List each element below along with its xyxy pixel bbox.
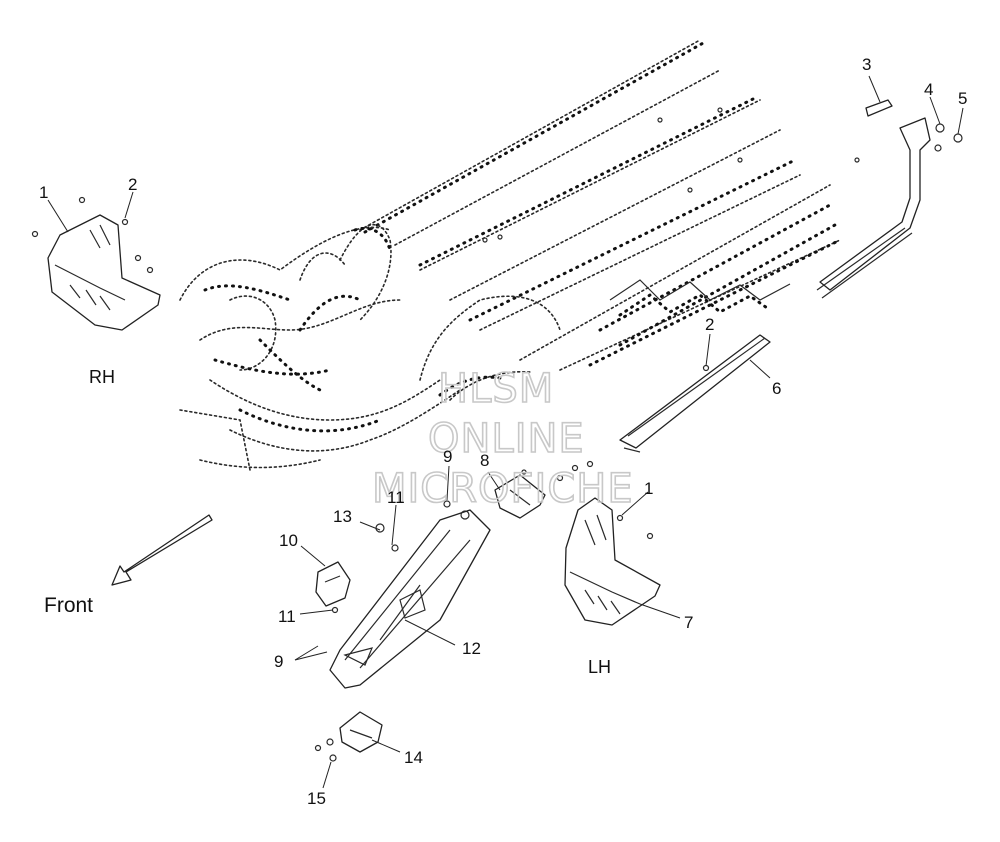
callout-2-rail: 2 — [705, 315, 714, 334]
callout-10: 10 — [279, 531, 298, 550]
callout-12: 12 — [462, 639, 481, 658]
callout-5: 5 — [958, 89, 967, 108]
watermark-line-1: HLSM — [438, 366, 554, 412]
watermark: HLSM ONLINE MICROFICHE — [371, 365, 634, 513]
lh-side-label: LH — [588, 657, 611, 677]
small-plate-part — [315, 561, 351, 614]
grab-bar-part — [816, 99, 963, 299]
chassis-frame — [179, 39, 842, 471]
lh-footrest-part — [556, 460, 661, 626]
callout-8: 8 — [480, 451, 489, 470]
side-rail-part — [619, 334, 771, 453]
lower-bracket-part — [314, 711, 383, 762]
callout-9-bottom: 9 — [274, 652, 283, 671]
callout-3: 3 — [862, 55, 871, 74]
watermark-line-3: MICROFICHE — [372, 466, 634, 512]
rh-footrest-part — [31, 196, 161, 331]
callout-1-lh: 1 — [644, 479, 653, 498]
leader-lines — [47, 75, 964, 789]
watermark-line-2: ONLINE — [428, 416, 585, 462]
callout-14: 14 — [404, 748, 423, 767]
callout-2-rh: 2 — [128, 175, 137, 194]
skid-plate-part — [329, 500, 491, 689]
callout-13: 13 — [333, 507, 352, 526]
bracket-part — [494, 469, 546, 519]
callout-11-top: 11 — [387, 488, 405, 507]
callout-4: 4 — [924, 80, 933, 99]
callout-6: 6 — [772, 379, 781, 398]
callout-15: 15 — [307, 789, 326, 808]
rh-side-label: RH — [89, 367, 115, 387]
front-label: Front — [44, 594, 93, 617]
callout-7: 7 — [684, 613, 693, 632]
callout-labels: 1 2 3 4 5 2 6 1 7 8 9 11 13 10 11 12 9 1… — [39, 55, 967, 808]
front-arrow — [111, 514, 213, 586]
callout-1-rh: 1 — [39, 183, 48, 202]
callout-11-bottom: 11 — [278, 607, 296, 626]
callout-9-top: 9 — [443, 447, 452, 466]
